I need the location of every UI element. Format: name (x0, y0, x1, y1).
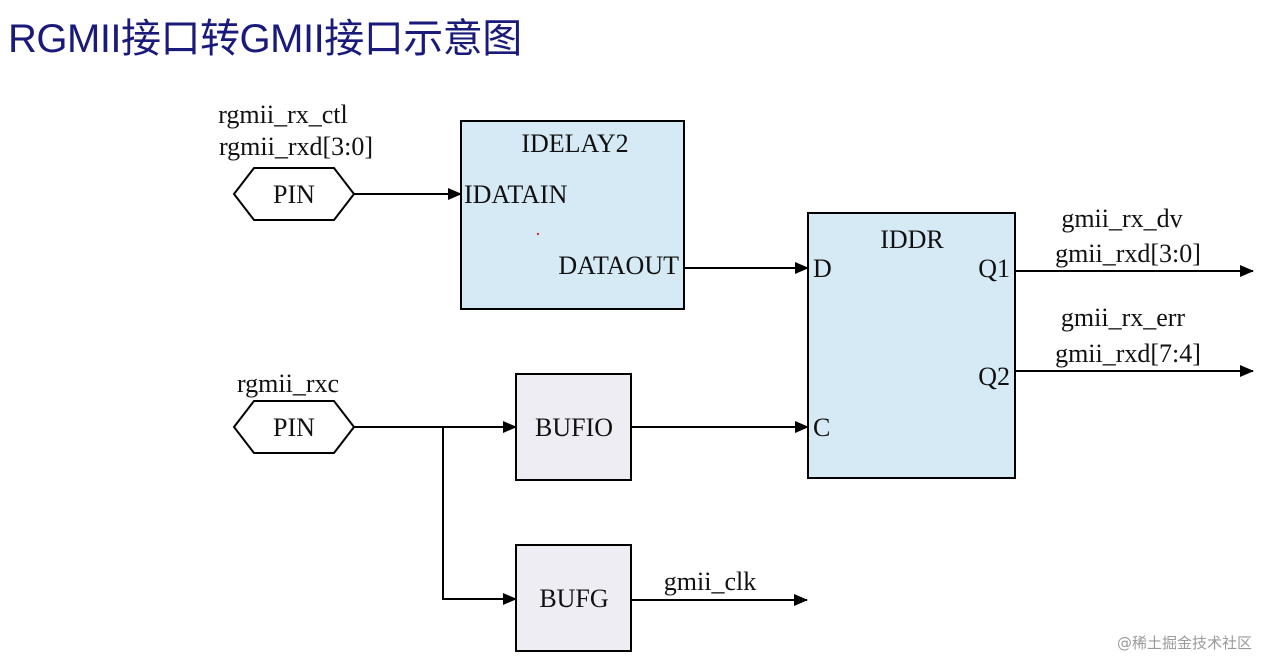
iddr-port-c: C (813, 413, 830, 442)
q1-signal-rxd-low: gmii_rxd[3:0] (1055, 239, 1201, 268)
q2-signal-rx-err: gmii_rx_err (1061, 303, 1186, 332)
red-dot (536, 232, 540, 236)
gmii-clk-signal: gmii_clk (664, 567, 756, 596)
data-pin-signal-ctl: rgmii_rx_ctl (218, 100, 348, 129)
data-pin-label: PIN (273, 180, 315, 209)
page-title: RGMII接口转GMII接口示意图 (8, 17, 522, 61)
idelay2-port-idatain: IDATAIN (464, 180, 568, 209)
idelay2-port-dataout: DATAOUT (558, 251, 679, 280)
iddr-block (807, 212, 1016, 479)
idelay2-name: IDELAY2 (521, 129, 628, 158)
clock-pin-signal: rgmii_rxc (237, 369, 339, 398)
idelay2-block (460, 120, 685, 310)
watermark: @稀土掘金技术社区 (1117, 634, 1252, 652)
clock-pin-label: PIN (273, 413, 315, 442)
q1-signal-rx-dv: gmii_rx_dv (1061, 204, 1182, 233)
q2-signal-rxd-high: gmii_rxd[7:4] (1055, 339, 1201, 368)
iddr-name: IDDR (880, 225, 944, 254)
bufio-name: BUFIO (535, 413, 613, 442)
data-pin-signal-rxd: rgmii_rxd[3:0] (219, 132, 373, 161)
iddr-port-q1: Q1 (978, 254, 1010, 283)
iddr-port-d: D (813, 254, 832, 283)
bufg-name: BUFG (539, 584, 608, 613)
wire-clk-branch-to-bufg (442, 427, 517, 605)
iddr-port-q2: Q2 (978, 362, 1010, 391)
